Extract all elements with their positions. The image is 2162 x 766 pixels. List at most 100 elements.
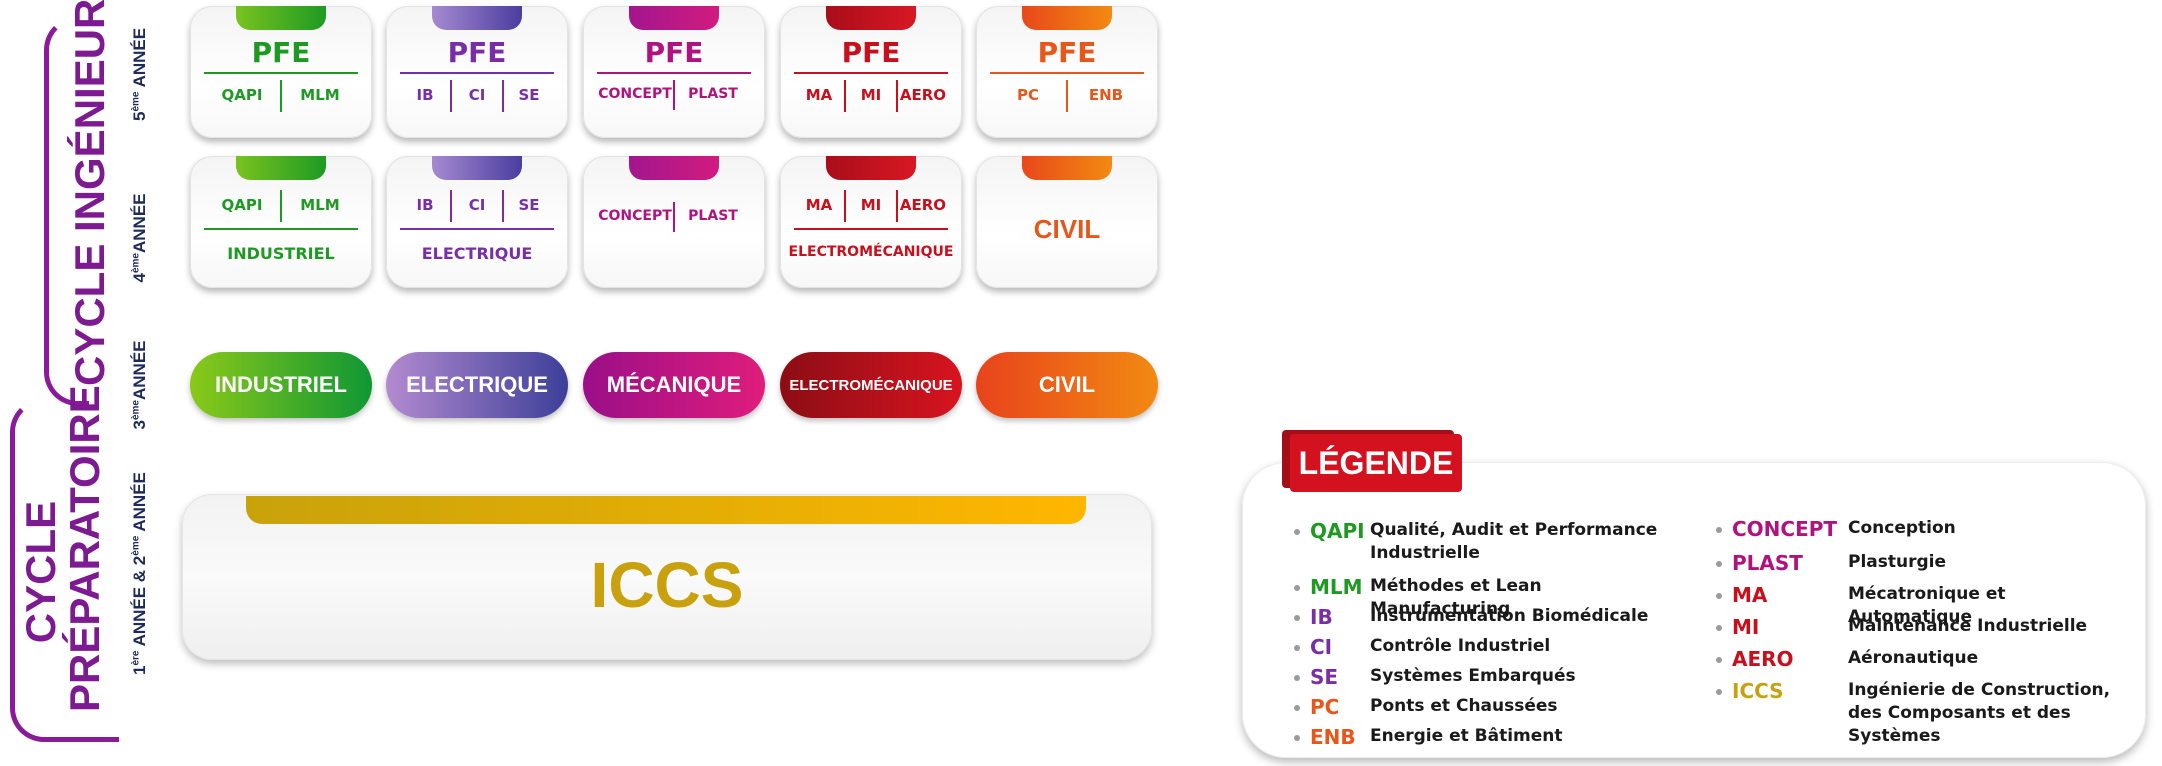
divider [794, 72, 948, 74]
legend-desc: Instrumentation Biomédicale [1370, 606, 1649, 626]
pfe-title: PFE [251, 36, 311, 69]
card-tab [629, 156, 719, 180]
year3-pill-mecanique: MÉCANIQUE [583, 352, 765, 418]
sub-track-enb: ENB [1066, 80, 1144, 112]
bullet-dot [1716, 561, 1722, 567]
legend-desc: Maintenance Industrielle [1848, 616, 2088, 636]
legend-abbr: CONCEPT [1732, 517, 1838, 541]
card-tab [1022, 156, 1112, 180]
divider [597, 72, 751, 74]
branch-label: CIVIL [1033, 214, 1101, 244]
legend-desc: Aéronautique [1848, 648, 1979, 668]
card-tab [826, 6, 916, 30]
legend-item-plast: PLAST [1716, 552, 1803, 574]
bullet-dot [1716, 527, 1722, 533]
legend-desc: Ponts et Chaussées [1370, 696, 1558, 716]
divider [990, 72, 1144, 74]
divider [400, 72, 554, 74]
legend-abbr: SE [1310, 665, 1339, 689]
sub-track-plast: PLAST [673, 202, 751, 232]
branch-label: INDUSTRIEL [227, 244, 335, 263]
sub-track-ib: IB [416, 196, 434, 214]
legend-abbr: MLM [1310, 575, 1363, 599]
sub-track-se: SE [502, 190, 554, 222]
sub-track-ma: MA [805, 86, 833, 104]
card-tab [236, 6, 326, 30]
legend-abbr: MI [1732, 615, 1760, 639]
sub-track-ci: CI [450, 80, 502, 112]
bullet-dot [1294, 615, 1300, 621]
sub-track-mlm: MLM [280, 80, 358, 112]
legend-title: LÉGENDE [1290, 434, 1462, 492]
iccs-box: ICCS [182, 494, 1152, 660]
sub-track-plast: PLAST [673, 80, 751, 110]
legend-item-concept: CONCEPT [1716, 518, 1837, 540]
bullet-dot [1294, 735, 1300, 741]
sub-track-qapi: QAPI [221, 196, 263, 214]
legend-item-ma: MA [1716, 584, 1767, 606]
legend-item-mi: MI [1716, 616, 1759, 638]
legend-item-aero: AERO [1716, 648, 1794, 670]
legend-box [1242, 462, 2146, 758]
bullet-dot [1716, 593, 1722, 599]
divider [400, 228, 554, 230]
legend-desc: Energie et Bâtiment [1370, 726, 1563, 746]
year3-pill-industriel: INDUSTRIEL [190, 352, 372, 418]
sub-track-se: SE [502, 80, 554, 112]
legend-item-ci: CI [1294, 636, 1332, 658]
year4-card-civil: CIVIL [976, 156, 1158, 288]
year3-pill-civil: CIVIL [976, 352, 1158, 418]
sub-track-mlm: MLM [280, 190, 358, 222]
cycle-preparatoire-title: CYCLE PRÉPARATOIRE [17, 385, 108, 712]
card-tab [432, 156, 522, 180]
branch-label: ELECTRIQUE [421, 244, 533, 263]
bullet-dot [1294, 705, 1300, 711]
sub-track-aero: AERO [896, 190, 948, 222]
year12-label: 1ère ANNÉE & 2ème ANNÉE [130, 472, 149, 675]
pfe-title: PFE [447, 36, 507, 69]
year3-label: 3èmeANNÉE [130, 340, 149, 430]
year5-label: 5ème ANNÉE [130, 27, 149, 121]
divider [794, 228, 948, 230]
pfe-title: PFE [644, 36, 704, 69]
bullet-dot [1716, 657, 1722, 663]
legend-abbr: IB [1310, 605, 1333, 629]
legend-desc: Mécatronique et Automatique [1848, 584, 2006, 627]
cycle-ingenieur-bracket [44, 16, 89, 406]
pfe-title: PFE [841, 36, 901, 69]
legend-abbr: PLAST [1732, 551, 1803, 575]
legend-item-pc: PC [1294, 696, 1339, 718]
legend-abbr: PC [1310, 695, 1340, 719]
legend-abbr: MA [1732, 583, 1768, 607]
year4-label: 4èmeANNÉE [130, 193, 149, 283]
legend-item-se: SE [1294, 666, 1338, 688]
bullet-dot [1294, 585, 1300, 591]
sub-track-ci: CI [450, 190, 502, 222]
sub-track-aero: AERO [896, 80, 948, 112]
iccs-title: ICCS [590, 549, 744, 621]
legend-desc: Conception [1848, 518, 1956, 538]
card-tab [629, 6, 719, 30]
sub-track-ib: IB [416, 86, 434, 104]
legend-desc: Systèmes Embarqués [1370, 666, 1576, 686]
iccs-bar [246, 496, 1086, 524]
bullet-dot [1716, 689, 1722, 695]
branch-label: ELECTROMÉCANIQUE [788, 244, 954, 260]
legend-desc: Méthodes et Lean Manufacturing [1370, 576, 1542, 619]
legend-abbr: ENB [1310, 725, 1356, 749]
legend-desc: Contrôle Industriel [1370, 636, 1551, 656]
year3-pill-electrique: ELECTRIQUE [386, 352, 568, 418]
